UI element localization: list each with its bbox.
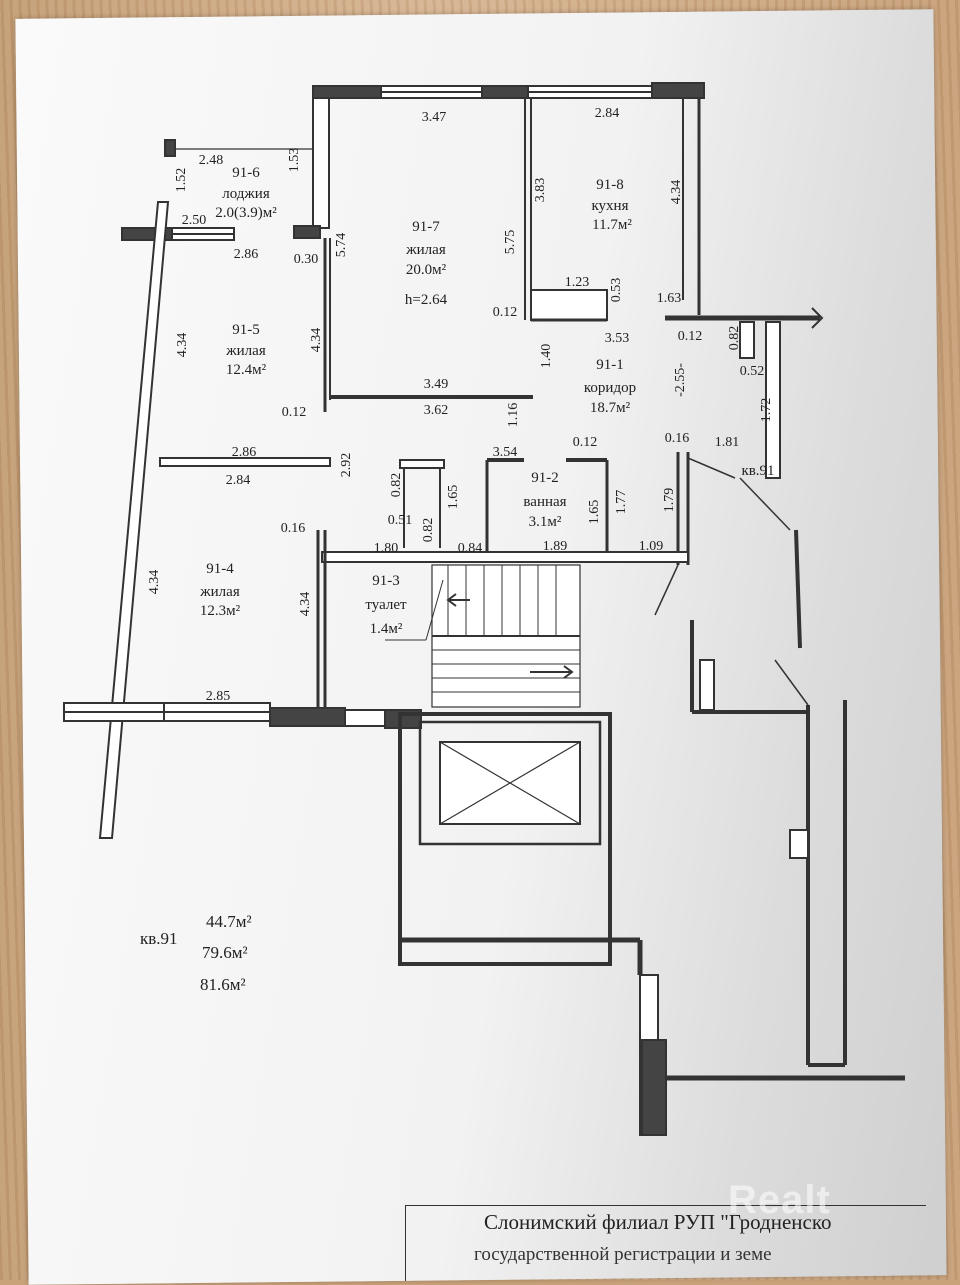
window-pier <box>312 85 382 99</box>
dim-label: 3.83 <box>533 178 548 203</box>
watermark: Realt <box>728 1178 831 1222</box>
dim-label: 3.54 <box>493 445 518 460</box>
room-916-id: 91-6 <box>232 165 260 181</box>
total-area-living: 44.7м² <box>206 912 252 931</box>
dim-label: 0.82 <box>389 473 404 498</box>
room-911-area: 18.7м² <box>590 400 631 416</box>
dim-label: 4.34 <box>147 570 162 595</box>
dim-label: 0.30 <box>294 252 319 267</box>
room-917-area: 20.0м² <box>406 262 447 278</box>
dim-label: 2.86 <box>232 445 257 460</box>
dim-label: 2.85 <box>206 689 231 704</box>
room-916-area: 2.0(3.9)м² <box>215 205 277 221</box>
dim-label: 3.47 <box>422 110 447 125</box>
room-912-id: 91-2 <box>531 470 559 486</box>
room-916-name: лоджия <box>222 186 270 202</box>
dim-label: 0.12 <box>493 305 518 320</box>
apartment-label: кв.91 <box>741 463 774 479</box>
dim-label: 4.34 <box>175 333 190 358</box>
dim-label: 1.16 <box>506 403 521 428</box>
dim-label: 1.23 <box>565 275 590 290</box>
dim-label: 1.89 <box>543 539 568 554</box>
wall-bath-row <box>321 551 689 563</box>
window-pier <box>481 85 529 99</box>
dim-label: 2.48 <box>199 153 224 168</box>
room-915-id: 91-5 <box>232 322 260 338</box>
dim-label: 1.63 <box>657 291 682 306</box>
room-915-name: жилая <box>225 343 266 359</box>
room-917-height: h=2.64 <box>405 292 448 308</box>
dim-label: 2.92 <box>339 453 354 478</box>
window-pier <box>651 82 705 99</box>
room-915-area: 12.4м² <box>226 362 267 378</box>
dim-label: 1.81 <box>715 435 740 450</box>
dim-label: 0.12 <box>282 405 307 420</box>
dim-label: 0.82 <box>421 518 436 543</box>
dim-label: 3.49 <box>424 377 449 392</box>
room-918-area: 11.7м² <box>592 217 632 233</box>
dim-label: 1.65 <box>587 500 602 525</box>
dim-label: 0.12 <box>573 435 598 450</box>
footer-organization: Слонимский филиал РУП "Гродненско <box>484 1210 832 1234</box>
footer-department: государственной регистрации и земе <box>474 1244 772 1265</box>
dim-label: 5.74 <box>334 233 349 258</box>
dim-label: 3.62 <box>424 403 449 418</box>
wall-915-914 <box>159 457 331 467</box>
room-914-area: 12.3м² <box>200 603 241 619</box>
total-area-full: 81.6м² <box>200 975 246 994</box>
wall-left-outer <box>98 201 170 839</box>
dim-label: 1.65 <box>446 485 461 510</box>
room-918-id: 91-8 <box>596 177 624 193</box>
dim-label: 1.77 <box>614 490 629 515</box>
dim-label: 0.82 <box>727 326 742 351</box>
room-911-id: 91-1 <box>596 357 624 373</box>
dim-label: 1.40 <box>539 344 554 369</box>
dim-label: 1.79 <box>662 488 677 513</box>
wall-loggia <box>312 97 330 229</box>
dim-label: 2.86 <box>234 247 259 262</box>
room-912-area: 3.1м² <box>529 514 562 530</box>
dim-label: 1.80 <box>374 541 399 556</box>
dim-label: 4.34 <box>669 180 684 205</box>
dim-label: 2.84 <box>226 473 251 488</box>
room-913-id: 91-3 <box>372 573 400 589</box>
dim-label: 1.52 <box>174 168 189 193</box>
dim-label: 0.52 <box>740 364 765 379</box>
room-914-name: жилая <box>199 584 240 600</box>
total-area-general: 79.6м² <box>202 943 248 962</box>
dim-label: 0.53 <box>609 278 624 303</box>
dim-label: 0.16 <box>665 431 690 446</box>
dim-label: 1.72 <box>759 398 774 423</box>
totals-label: кв.91 <box>140 929 178 948</box>
dim-label: 0.16 <box>281 521 306 536</box>
dim-label: 5.75 <box>503 230 518 255</box>
dim-label: 1.53 <box>287 148 302 173</box>
room-913-area: 1.4м² <box>370 621 403 637</box>
dim-label: 4.34 <box>298 592 313 617</box>
dim-label: 0.51 <box>388 513 413 528</box>
dim-label: 0.84 <box>458 541 483 556</box>
room-917-id: 91-7 <box>412 219 440 235</box>
room-917-name: жилая <box>405 242 446 258</box>
room-913-name: туалет <box>365 597 407 613</box>
dim-label: 4.34 <box>309 328 324 353</box>
dim-label: -2.55- <box>673 363 688 397</box>
dim-label: 3.53 <box>605 331 630 346</box>
room-914-id: 91-4 <box>206 561 234 577</box>
title-block: Слонимский филиал РУП "Гродненско госуда… <box>405 1205 926 1281</box>
dim-label: 1.09 <box>639 539 664 554</box>
room-911-name: коридор <box>584 380 636 396</box>
dim-label: 2.84 <box>595 106 620 121</box>
dim-label: 0.12 <box>678 329 703 344</box>
dim-label: 2.50 <box>182 213 207 228</box>
room-912-name: ванная <box>523 494 566 510</box>
room-918-name: кухня <box>591 198 628 214</box>
